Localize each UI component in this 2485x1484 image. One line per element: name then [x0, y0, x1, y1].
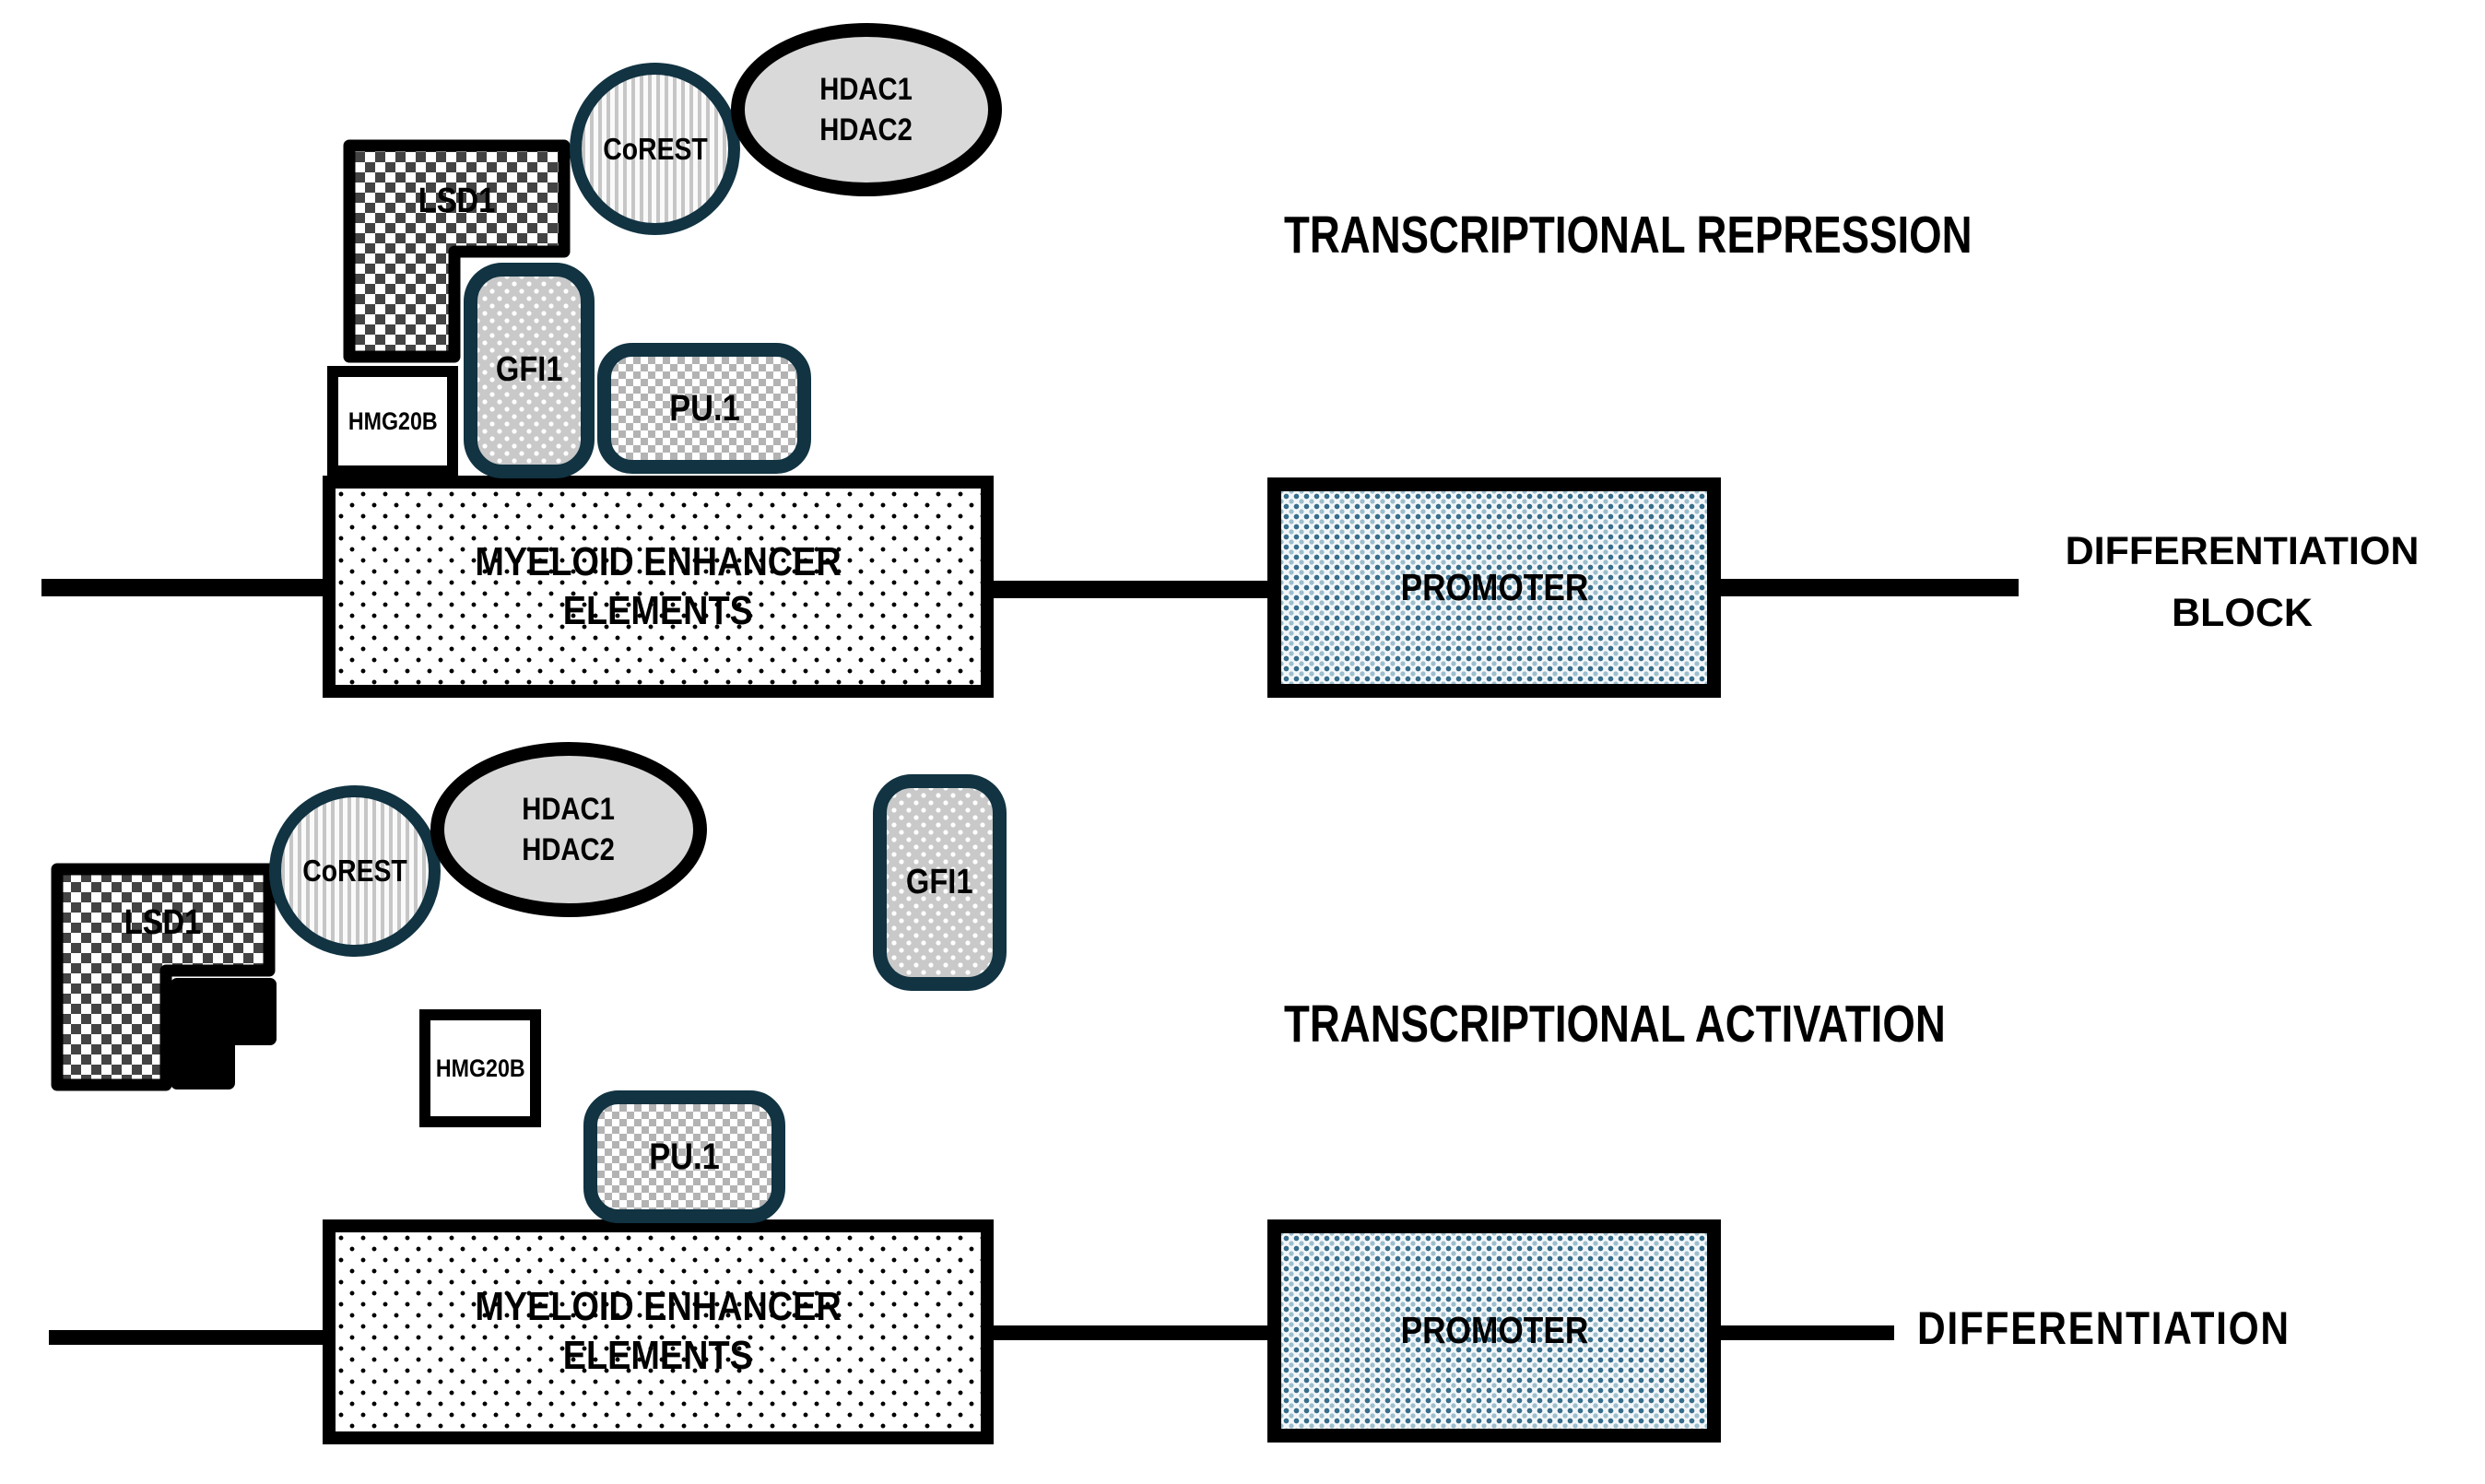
promoter-box-activation: [1267, 1219, 1721, 1443]
promoter-label-repression: PROMOTER: [1267, 477, 1721, 698]
gfi1-text: GFI1: [495, 350, 563, 390]
corest-text: CoREST: [602, 131, 708, 166]
promoter-label-activation: PROMOTER: [1267, 1219, 1721, 1443]
hmg20b-box-repression: [327, 366, 458, 477]
hdac1-text: HDAC1: [819, 71, 913, 107]
hmg20b-label-activation: HMG20B: [419, 1009, 541, 1127]
dna-line-right-activation: [1714, 1325, 1894, 1340]
snag-domain-shape: [171, 978, 277, 1089]
hdac2-text: HDAC2: [522, 832, 616, 867]
enhancer-line1: MYELOID ENHANCER: [475, 538, 842, 584]
activation-header: TRANSCRIPTIONAL ACTIVATION: [1284, 994, 2111, 1054]
differentiation-block-line2: BLOCK: [2172, 591, 2313, 635]
enhancer-line1: MYELOID ENHANCER: [475, 1284, 842, 1330]
hdac2-text: HDAC2: [819, 112, 913, 147]
dna-line-mid-repression: [986, 581, 1277, 598]
gfi1-text: GFI1: [906, 862, 973, 901]
myeloid-enhancer-box-repression: [323, 476, 994, 698]
hmg20b-box-activation: [419, 1009, 541, 1127]
differentiation-block-label: DIFFERENTIATION BLOCK: [2032, 527, 2452, 638]
hmg20b-text: HMG20B: [347, 406, 438, 435]
differentiation-block-line1: DIFFERENTIATION: [2065, 529, 2420, 574]
gfi1-box-repression: [464, 263, 595, 478]
pu1-label-repression: PU.1: [597, 343, 811, 474]
myeloid-enhancer-box-activation: [323, 1219, 994, 1444]
gfi1-label-activation: GFI1: [873, 774, 1007, 991]
myeloid-enhancer-label-activation: MYELOID ENHANCER ELEMENTS: [323, 1219, 994, 1444]
hdac-label-repression: HDAC1 HDAC2: [731, 23, 1002, 196]
differentiation-text: DIFFERENTIATION: [1917, 1302, 2291, 1354]
differentiation-label: DIFFERENTIATION: [1917, 1301, 2356, 1355]
corest-label-repression: CoREST: [570, 63, 740, 235]
corest-label-activation: CoREST: [269, 785, 441, 957]
promoter-text: PROMOTER: [1400, 1309, 1588, 1352]
lsd1-text: LSD1: [418, 182, 496, 221]
dna-line-left-repression: [41, 579, 332, 596]
lsd1-shape-repression: [343, 139, 571, 363]
enhancer-line2: ELEMENTS: [562, 1333, 754, 1378]
dna-line-right-repression: [1714, 579, 2019, 596]
lsd1-text: LSD1: [124, 903, 202, 943]
repression-header-text: TRANSCRIPTIONAL REPRESSION: [1284, 206, 1973, 265]
myeloid-enhancer-label-repression: MYELOID ENHANCER ELEMENTS: [323, 476, 994, 698]
hdac1-text: HDAC1: [522, 791, 616, 827]
hmg20b-label-repression: HMG20B: [327, 366, 458, 477]
dna-line-left-activation: [49, 1330, 332, 1345]
lsd1-label-activation: LSD1: [57, 874, 269, 973]
repression-header: TRANSCRIPTIONAL REPRESSION: [1284, 205, 2144, 265]
pu1-label-activation: PU.1: [583, 1090, 785, 1223]
hdac-label-activation: HDAC1 HDAC2: [430, 742, 707, 917]
lsd1-label-repression: LSD1: [349, 150, 564, 253]
activation-header-text: TRANSCRIPTIONAL ACTIVATION: [1284, 995, 1946, 1054]
hmg20b-text: HMG20B: [435, 1054, 525, 1082]
promoter-text: PROMOTER: [1400, 565, 1588, 608]
gfi1-box-activation: [873, 774, 1007, 991]
promoter-box-repression: [1267, 477, 1721, 698]
pu1-box-activation: [583, 1090, 785, 1223]
corest-text: CoREST: [302, 854, 407, 889]
enhancer-line2: ELEMENTS: [562, 587, 754, 633]
gfi1-label-repression: GFI1: [464, 263, 595, 478]
pu1-box-repression: [597, 343, 811, 474]
pu1-text: PU.1: [649, 1137, 720, 1177]
dna-line-mid-activation: [986, 1325, 1277, 1340]
pu1-text: PU.1: [668, 388, 740, 429]
